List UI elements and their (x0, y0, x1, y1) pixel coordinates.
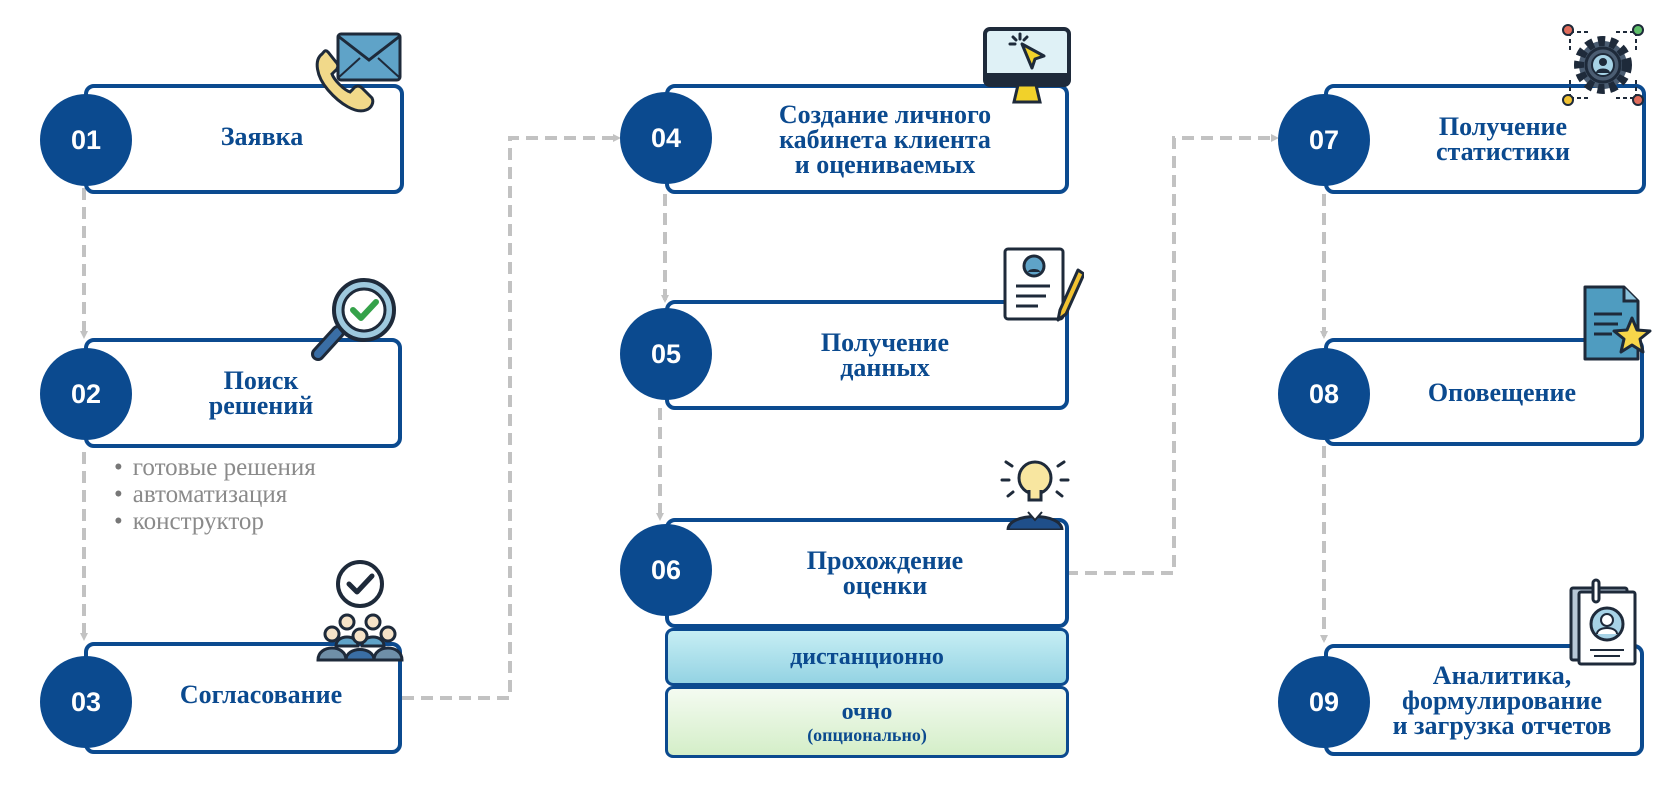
remote-mode-option: дистанционно (665, 628, 1069, 686)
team-approval-icon (316, 560, 404, 662)
in-person-mode-note: (опционально) (807, 725, 927, 745)
gear-network-icon (1562, 24, 1644, 106)
step-05-title: Получение данных (820, 328, 950, 382)
monitor-cursor-icon (983, 27, 1071, 104)
step-08-title: Оповещение (1427, 377, 1577, 407)
step-09-number-badge: 09 (1278, 656, 1370, 748)
step-07-title: Получение статистики (1436, 112, 1570, 166)
step-03-title: Согласование (179, 679, 343, 709)
step-04-number-badge: 04 (620, 92, 712, 184)
in-person-mode-option: очно (опционально) (665, 686, 1069, 758)
step-04-title: Создание личного кабинета клиента и оцен… (778, 99, 992, 179)
step-06-number-badge: 06 (620, 524, 712, 616)
search-option-item: готовые решения (114, 454, 316, 481)
step-03-number-badge: 03 (40, 656, 132, 748)
profile-card-icon (1569, 578, 1637, 666)
in-person-mode-label: очно (841, 699, 893, 725)
connector-06-07 (1066, 134, 1279, 575)
step-09-box: Аналитика, формулирование и загрузка отч… (1324, 644, 1644, 756)
search-option-item: автоматизация (114, 481, 316, 508)
idea-person-icon (1000, 460, 1070, 530)
remote-mode-label: дистанционно (790, 644, 944, 670)
profile-document-icon (1003, 247, 1084, 322)
step-05-box: Получение данных (665, 300, 1069, 410)
document-star-icon (1583, 285, 1652, 361)
search-option-item: конструктор (114, 508, 316, 535)
search-options-list: готовые решения автоматизация конструкто… (114, 454, 316, 535)
step-02-box: Поиск решений (84, 338, 402, 448)
connector-03-04 (402, 134, 621, 700)
step-07-box: Получение статистики (1324, 84, 1646, 194)
step-06-box: Прохождение оценки (665, 518, 1069, 628)
step-02-title: Поиск решений (208, 366, 314, 420)
step-08-number-badge: 08 (1278, 348, 1370, 440)
step-06-title: Прохождение оценки (806, 546, 964, 600)
step-09-title: Аналитика, формулирование и загрузка отч… (1392, 660, 1612, 740)
magnifier-check-icon (311, 278, 396, 361)
step-07-number-badge: 07 (1278, 94, 1370, 186)
step-01-number-badge: 01 (40, 94, 132, 186)
step-04-box: Создание личного кабинета клиента и оцен… (665, 84, 1069, 194)
step-02-number-badge: 02 (40, 348, 132, 440)
phone-mail-icon (315, 32, 402, 113)
step-01-title: Заявка (220, 121, 304, 151)
step-05-number-badge: 05 (620, 308, 712, 400)
